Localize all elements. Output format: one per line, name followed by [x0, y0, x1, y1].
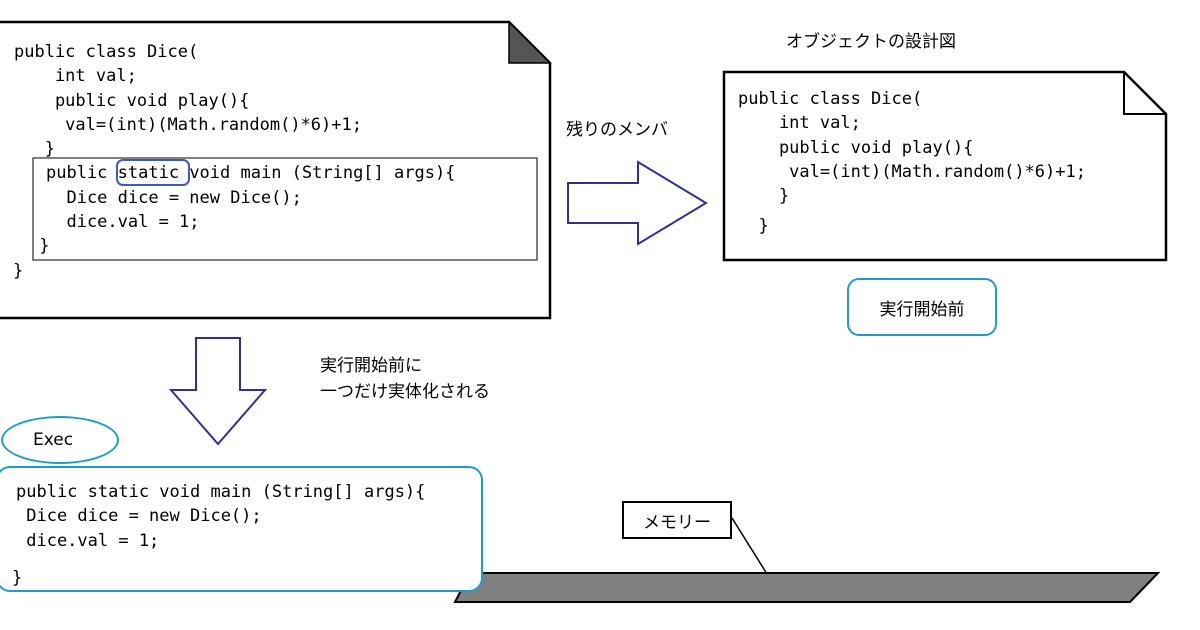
code-line: }	[738, 186, 790, 206]
exec-badge: Exec	[1, 416, 119, 464]
instantiate-note-line-1: 実行開始前に	[320, 356, 422, 376]
code-line: val=(int)(Math.random()*6)+1;	[14, 115, 362, 135]
code-line: public void play(){	[738, 138, 974, 158]
code-line: public class Dice(	[14, 42, 199, 62]
memory-pointer	[731, 517, 768, 575]
source-class-code: public class Dice( int val; public void …	[0, 0, 1200, 281]
remaining-members-label: 残りのメンバ	[566, 120, 668, 140]
code-line: int val;	[14, 66, 137, 86]
main-method-box	[32, 157, 538, 261]
right-arrow-shape	[567, 160, 708, 246]
code-line: val=(int)(Math.random()*6)+1;	[738, 162, 1086, 182]
code-token: void main (String[] args){	[179, 163, 456, 183]
code-line: dice.val = 1;	[16, 531, 160, 551]
code-line: public void play(){	[14, 91, 250, 111]
code-line: dice.val = 1;	[46, 212, 200, 232]
code-line: int val;	[738, 113, 861, 133]
code-line: }	[738, 216, 769, 236]
memory-bar-shape	[453, 572, 1161, 603]
code-token: public	[46, 163, 118, 183]
code-line: }	[29, 236, 50, 256]
code-line: public class Dice(	[738, 89, 923, 109]
code-line: }	[13, 261, 24, 281]
static-keyword: static	[117, 163, 180, 183]
code-line: Dice dice = new Dice();	[46, 188, 302, 208]
before-exec-badge: 実行開始前	[847, 278, 997, 336]
code-line: }	[14, 139, 55, 159]
design-document-fold	[1123, 72, 1166, 115]
design-label: オブジェクトの設計図	[786, 32, 956, 52]
exec-code-box	[0, 466, 483, 592]
code-line: }	[12, 568, 23, 588]
design-document-shape	[722, 70, 1168, 262]
source-document-shape	[0, 20, 552, 320]
code-line: Dice dice = new Dice();	[16, 506, 262, 526]
code-line: public static void main (String[] args){	[16, 482, 426, 502]
memory-label: メモリー	[622, 501, 732, 539]
design-class-code: public class Dice( int val; public void …	[0, 89, 1200, 442]
code-line: public static void main (String[] args){	[46, 161, 455, 186]
instantiate-note-line-2: 一つだけ実体化される	[320, 382, 490, 402]
exec-code: public static void main (String[] args){…	[0, 441, 1200, 588]
source-document-fold	[508, 20, 552, 64]
static-highlight	[116, 159, 190, 186]
down-arrow-shape	[168, 337, 268, 446]
